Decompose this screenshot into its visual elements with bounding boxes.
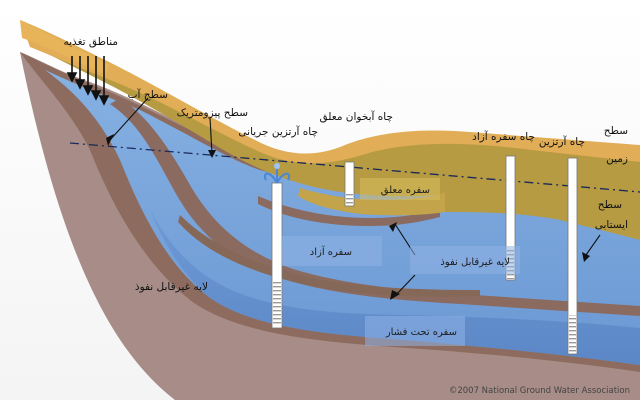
perched-label-box — [360, 178, 440, 200]
unsaturated-zone — [30, 45, 640, 240]
confined-label-box — [365, 316, 465, 346]
confining-bed-lower-band — [178, 215, 480, 297]
label-piezometric-surface: سطح پیزومتریک — [177, 107, 248, 119]
label-perched-aquifer: سفره معلق — [381, 185, 430, 196]
confined-aquifer-zone — [150, 210, 640, 365]
label-recharge-areas: مناطق تغذیه — [64, 36, 119, 48]
label-confined-aquifer: سفره تحت فشار — [385, 327, 457, 338]
label-perched-well: چاه آبخوان معلق — [320, 110, 393, 123]
label-water-table: سطح آب — [128, 88, 168, 101]
recharge-arrows — [66, 56, 110, 106]
perched-well — [344, 161, 355, 207]
label-unconfined-aquifer: سفره آزاد — [310, 245, 352, 258]
water-table-line — [69, 142, 640, 193]
label-water-table-well: چاه سفره آزاد — [472, 130, 535, 143]
perched-aquifer-lens — [298, 188, 445, 216]
label-land-surface-1: سطح — [604, 125, 628, 137]
confining-label-box — [410, 246, 520, 274]
label-static-level-1: سطح — [598, 199, 622, 211]
label-flowing-artesian-well: چاه آرتزین جریانی — [238, 125, 318, 138]
confining-bed-perched — [258, 196, 440, 226]
label-artesian-well: چاه آرتزین — [539, 135, 585, 148]
pointer-lines — [109, 97, 601, 297]
artesian-well — [567, 157, 578, 355]
label-static-level-2: ایستابی — [595, 219, 628, 231]
label-confining-bed-left: لایه غیرقابل نفوذ — [135, 281, 208, 293]
unconfined-label-box — [282, 236, 382, 266]
credit-text: ©2007 National Ground Water Association — [449, 386, 630, 396]
pointer-heads — [106, 134, 590, 300]
label-land-surface-2: زمین — [606, 153, 628, 165]
label-confining-bed: لایه غیرقابل نفوذ — [440, 257, 510, 268]
soil-surface — [20, 20, 640, 164]
